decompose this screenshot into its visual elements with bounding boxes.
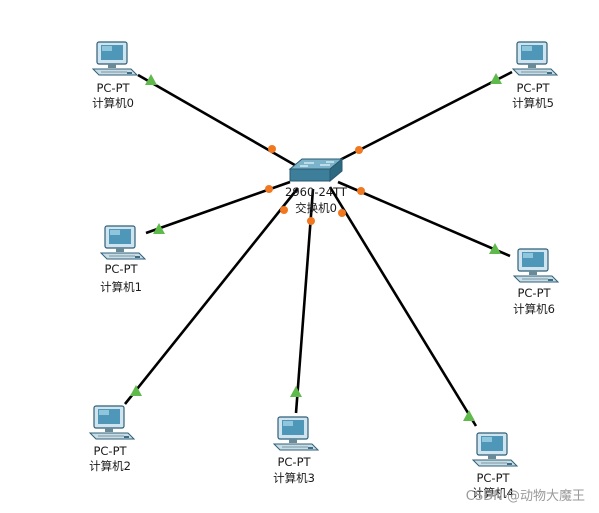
switch-port-light-0 [268,145,276,153]
switch-port-light-2 [280,206,288,214]
computer-icon [472,432,518,467]
switch-port-light-5 [355,146,363,154]
pc-model-label: PC-PT [516,81,550,95]
cable-3[interactable] [294,188,315,414]
pc-name-label: 计算机1 [100,280,142,294]
pc-model-label: PC-PT [96,81,130,95]
cable-6[interactable] [337,180,511,258]
switch-port-light-3 [307,217,315,225]
pc-model-label: PC-PT [93,444,127,458]
pc-device-4[interactable]: PC-PT 计算机4 [472,432,518,500]
computer-icon [512,41,558,76]
pc-name-label: 计算机4 [472,486,514,500]
pc-name-label: 计算机5 [512,96,554,110]
switch-model-label: 2960-24TT [285,185,348,199]
pc-port-light-0 [145,74,157,85]
pc-port-light-1 [153,223,165,234]
switch-device[interactable]: 2960-24TT 交换机0 [285,158,348,215]
pc-port-light-2 [130,385,142,396]
pc-port-light-5 [490,73,502,84]
switch-port-light-4 [338,209,346,217]
computer-icon [513,248,559,283]
pc-model-label: PC-PT [277,455,311,469]
pc-model-label: PC-PT [517,286,551,300]
cable-2[interactable] [123,187,300,405]
pc-name-label: 计算机6 [513,302,555,316]
pc-device-5[interactable]: PC-PT 计算机5 [512,41,558,110]
pc-model-label: PC-PT [476,471,510,485]
pc-name-label: 计算机2 [89,459,131,473]
pc-model-label: PC-PT [104,262,138,276]
computer-icon [89,405,135,440]
pc-port-light-6 [489,243,501,254]
computer-icon [92,41,138,76]
pc-device-3[interactable]: PC-PT 计算机3 [273,416,319,485]
cable-4[interactable] [328,186,478,427]
pc-port-light-3 [290,386,302,397]
switch-icon [289,158,343,182]
pc-device-0[interactable]: PC-PT 计算机0 [92,41,138,110]
computer-icon [273,416,319,451]
switch-name-label: 交换机0 [295,201,337,215]
switch-port-light-6 [357,187,365,195]
cable-0[interactable] [137,73,301,170]
link-layer [123,70,513,427]
pc-device-6[interactable]: PC-PT 计算机6 [513,248,559,316]
pc-name-label: 计算机0 [92,96,134,110]
pc-name-label: 计算机3 [273,471,315,485]
pc-port-light-4 [463,410,475,421]
pc-device-1[interactable]: PC-PT 计算机1 [100,225,146,294]
computer-icon [100,225,146,260]
pc-device-2[interactable]: PC-PT 计算机2 [89,405,135,473]
watermark: CSDN @动物大魔王 [466,489,585,504]
switch-port-light-1 [265,185,273,193]
